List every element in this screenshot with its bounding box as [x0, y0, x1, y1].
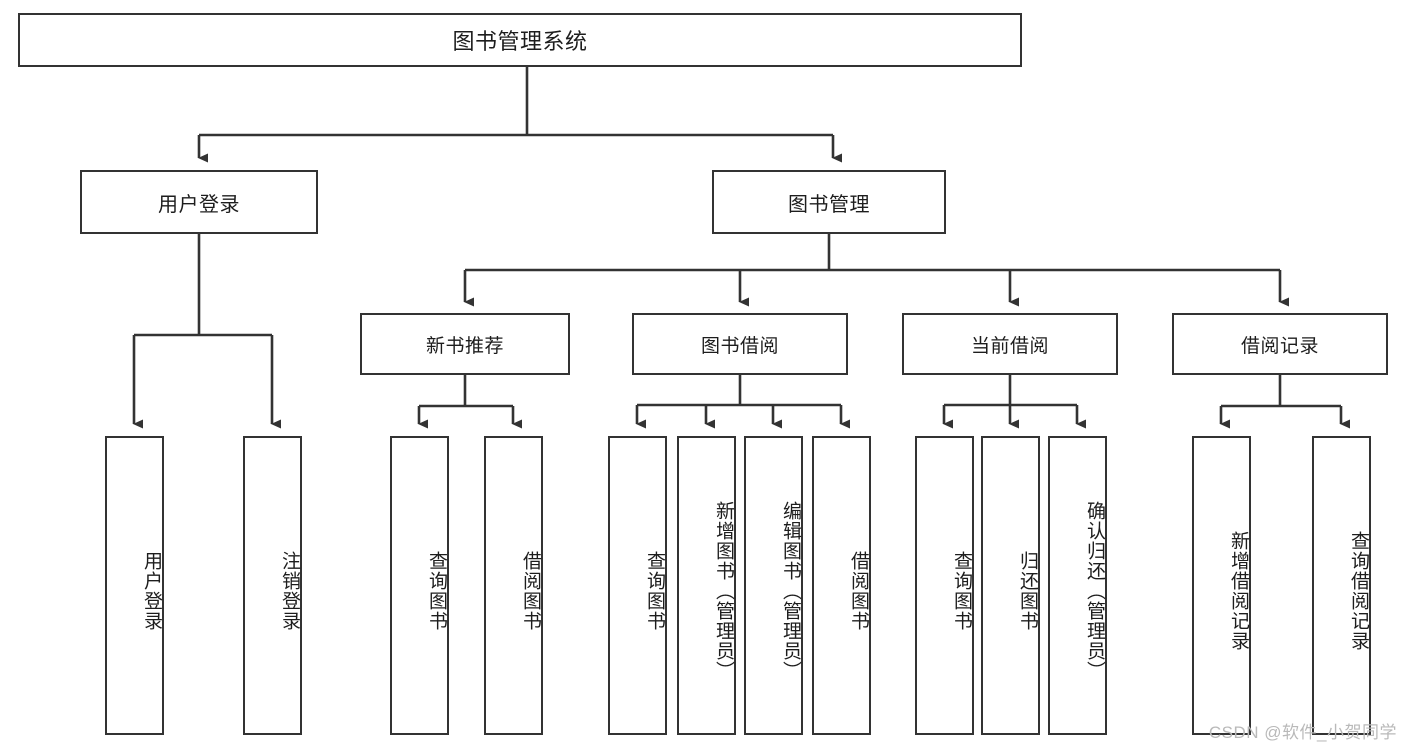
- node-new-book-recommend[interactable]: 新书推荐: [360, 313, 570, 375]
- leaf-book-borrow-borrow[interactable]: 借阅图书: [812, 436, 871, 735]
- leaf-label: 查询借阅记录: [1348, 530, 1369, 651]
- leaf-label: 编辑图书（管理员）: [780, 500, 801, 681]
- leaf-borrow-record-add[interactable]: 新增借阅记录: [1192, 436, 1251, 735]
- leaf-current-borrow-return[interactable]: 归还图书: [981, 436, 1040, 735]
- leaf-label: 确认归还（管理员）: [1084, 500, 1105, 681]
- leaf-new-book-query[interactable]: 查询图书: [390, 436, 449, 735]
- leaf-user-login-login[interactable]: 用户登录: [105, 436, 164, 735]
- leaf-label: 借阅图书: [848, 550, 869, 631]
- leaf-label: 借阅图书: [520, 550, 541, 631]
- leaf-label: 归还图书: [1017, 550, 1038, 631]
- leaf-label: 注销登录: [279, 550, 300, 631]
- leaf-book-borrow-add[interactable]: 新增图书（管理员）: [677, 436, 736, 735]
- node-root-system[interactable]: 图书管理系统: [18, 13, 1022, 67]
- leaf-book-borrow-edit[interactable]: 编辑图书（管理员）: [744, 436, 803, 735]
- leaf-label: 新增借阅记录: [1228, 530, 1249, 651]
- leaf-label: 查询图书: [951, 550, 972, 631]
- watermark-text: CSDN @软件_小贺同学: [1208, 723, 1397, 742]
- leaf-current-borrow-confirm[interactable]: 确认归还（管理员）: [1048, 436, 1107, 735]
- leaf-current-borrow-query[interactable]: 查询图书: [915, 436, 974, 735]
- node-current-borrow[interactable]: 当前借阅: [902, 313, 1118, 375]
- leaf-book-borrow-query[interactable]: 查询图书: [608, 436, 667, 735]
- leaf-borrow-record-query[interactable]: 查询借阅记录: [1312, 436, 1371, 735]
- node-borrow-record[interactable]: 借阅记录: [1172, 313, 1388, 375]
- leaf-label: 用户登录: [141, 550, 162, 631]
- leaf-label: 查询图书: [644, 550, 665, 631]
- leaf-new-book-borrow[interactable]: 借阅图书: [484, 436, 543, 735]
- leaf-label: 新增图书（管理员）: [713, 500, 734, 681]
- node-user-login[interactable]: 用户登录: [80, 170, 318, 234]
- node-book-management[interactable]: 图书管理: [712, 170, 946, 234]
- leaf-label: 查询图书: [426, 550, 447, 631]
- leaf-user-login-logout[interactable]: 注销登录: [243, 436, 302, 735]
- node-book-borrow[interactable]: 图书借阅: [632, 313, 848, 375]
